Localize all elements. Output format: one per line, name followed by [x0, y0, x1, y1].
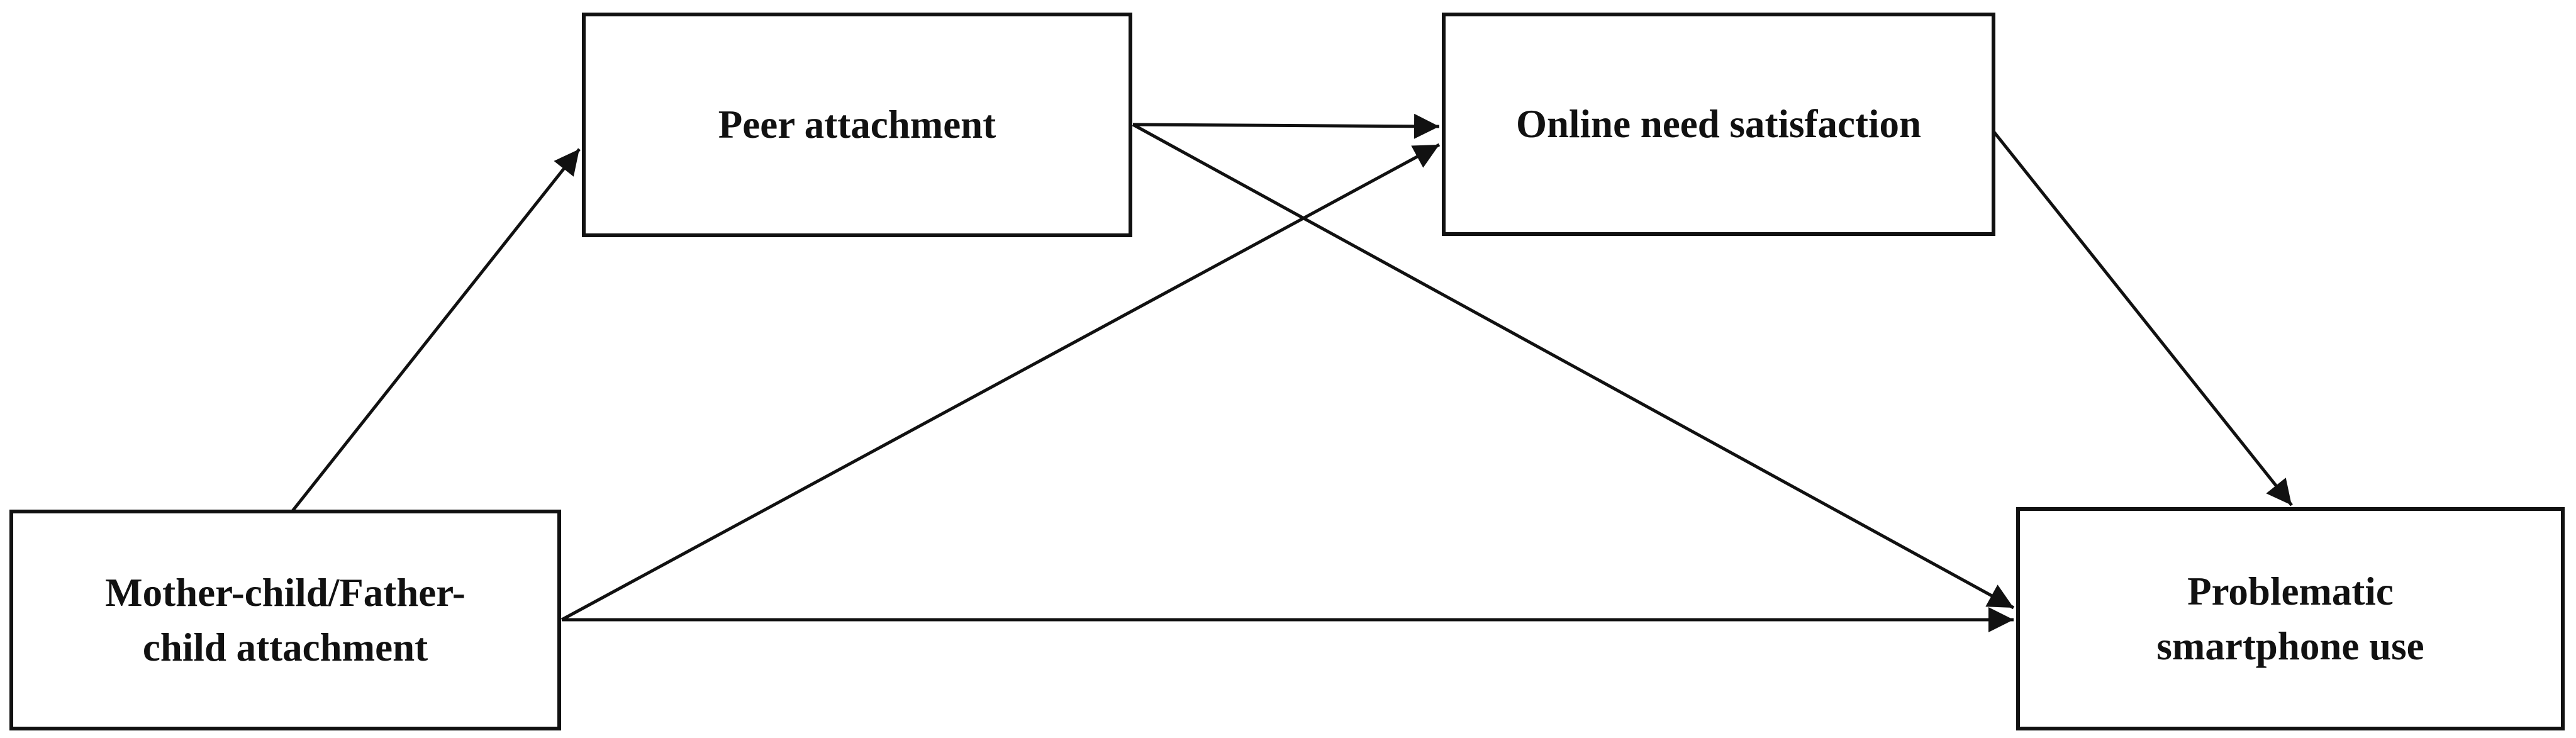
- node-label-line: Online need satisfaction: [1515, 102, 1922, 147]
- node-label: Online need satisfaction: [1516, 97, 1921, 152]
- node-label: Problematic smartphone use: [2156, 564, 2424, 674]
- edge-mother-to-online-arrow: [560, 143, 1441, 622]
- edge-peer-to-psu-arrow: [1132, 123, 2015, 610]
- node-label-line: Mother-child/Father-: [105, 570, 466, 615]
- node-label-line: Problematic: [2187, 569, 2394, 613]
- edge-peer-to-online-arrow: [1132, 113, 1440, 139]
- edge-mother-to-peer-arrow: [291, 148, 581, 512]
- node-mother-child-attachment: Mother-child/Father- child attachment: [9, 510, 561, 730]
- node-problematic-smartphone-use: Problematic smartphone use: [2016, 507, 2565, 730]
- node-label: Peer attachment: [718, 98, 996, 152]
- edge-online-to-psu-arrow: [1993, 131, 2293, 506]
- node-label-line: Peer attachment: [718, 103, 996, 147]
- node-label-line: child attachment: [142, 625, 428, 669]
- node-label: Mother-child/Father- child attachment: [105, 566, 466, 675]
- node-online-need-satisfaction: Online need satisfaction: [1442, 13, 1995, 236]
- node-label-line: smartphone use: [2156, 623, 2424, 668]
- node-peer-attachment: Peer attachment: [582, 13, 1132, 237]
